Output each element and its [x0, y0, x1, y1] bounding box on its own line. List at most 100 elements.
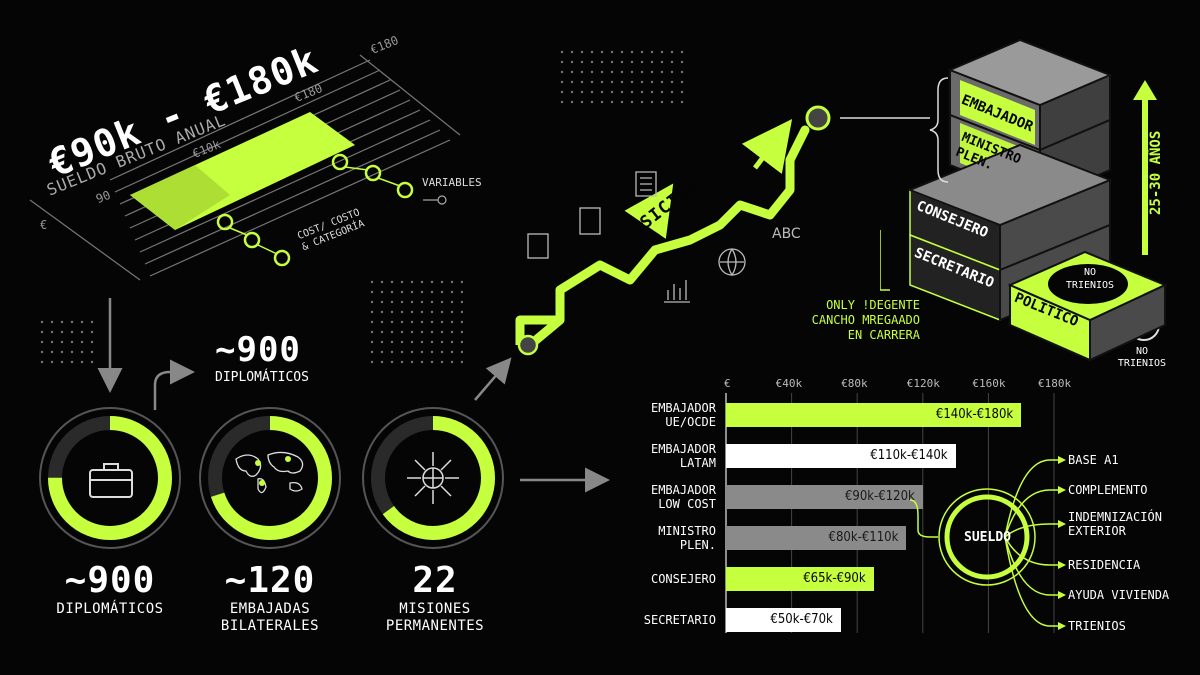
bar-tick-label-5: €180k [1038, 377, 1072, 390]
bar-tick-label-3: €120k [906, 377, 940, 390]
sueldo-branch-line-0 [1004, 459, 1058, 538]
bar-category-label-5: SECRETARIO [620, 613, 716, 627]
sueldo-component-2-line2: EXTERIOR [1068, 524, 1126, 538]
world-map-icon [228, 445, 318, 505]
bar-value-label-1: €110k-€140k [870, 448, 948, 463]
bar-2: €90k-€120k [726, 485, 923, 509]
sueldo-component-4: AYUDA VIVIENDA [1068, 588, 1169, 602]
bar-category-line-3-0: MINISTRO [658, 524, 716, 538]
bar-tick-label-2: €80k [841, 377, 868, 390]
sueldo-component-5-line1: TRIENIOS [1068, 619, 1126, 633]
sueldo-branch-line-1 [1004, 489, 1058, 538]
bar-category-label-4: CONSEJERO [620, 572, 716, 586]
sueldo-component-3: RESIDENCIA [1068, 558, 1140, 572]
bar-value-label-5: €50k-€70k [770, 612, 833, 627]
bar-category-line-1-1: LATAM [679, 456, 716, 470]
book-icon [527, 233, 549, 259]
bar-category-line-2-1: LOW COST [658, 497, 716, 511]
sueldo-component-1: COMPLEMENTO [1068, 483, 1147, 497]
bar-4: €65k-€90k [726, 567, 874, 591]
bar-tick-label-1: €40k [775, 377, 803, 390]
career-note-line3: EN CARRERA [847, 328, 920, 342]
sueldo-component-1-line1: COMPLEMENTO [1068, 483, 1148, 497]
bar-value-label-2: €90k-€120k [844, 489, 915, 504]
bar-category-line-0-1: UE/OCDE [665, 415, 716, 429]
sueldo-branch-line-4 [1004, 536, 1058, 596]
dot-grid-mid [368, 275, 463, 365]
no-trienios-bottom-label: NO TRIENIOS [1117, 346, 1167, 369]
donut-ring-2 [362, 407, 504, 549]
donut-stat-1: ~120 EMBAJADAS BILATERALES [200, 560, 340, 635]
path-end-node [805, 105, 831, 131]
bar-category-line-4-0: CONSEJERO [650, 572, 716, 586]
bar-category-line-3-1: PLEN. [679, 538, 716, 552]
sueldo-branch-line-3 [1004, 536, 1058, 566]
bar-category-line-2-0: EMBAJADOR [650, 483, 716, 497]
donut-ring-layer [39, 407, 504, 549]
path-start-node [517, 334, 539, 356]
sueldo-component-5: TRIENIOS [1068, 619, 1126, 633]
sueldo-component-0-line1: BASE A1 [1068, 453, 1119, 467]
bar-value-label-0: €140k-€180k [935, 407, 1014, 422]
top-stat-label: DIPLOMÁTICOS [215, 370, 309, 385]
diagonal-arrow-icon [474, 357, 512, 401]
donut-ring-1 [199, 407, 341, 549]
donut-label-0-line1: DIPLOMÁTICOS [56, 601, 164, 617]
bar-5: €50k-€70k [726, 608, 841, 632]
donut-stat-2: 22 MISIONES PERMANENTES [365, 560, 505, 635]
bar-chart-grid [725, 393, 1055, 633]
career-note: ONLY !DEGENTE CANCHO MREGAADO EN CARRERA [790, 298, 920, 343]
bar-0: €140k-€180k [726, 403, 1022, 427]
donut-number-0: ~900 [64, 560, 156, 601]
abc-icon: ABC [772, 226, 801, 242]
career-note-line2: CANCHO MREGAADO [811, 313, 920, 327]
bar-category-line-1-0: EMBAJADOR [650, 442, 716, 456]
donut-fill-arc-0 [48, 416, 172, 540]
salary-slab-graphic [29, 54, 461, 281]
slab-markers [216, 153, 414, 267]
sueldo-component-0: BASE A1 [1068, 453, 1119, 467]
bar-tick-label-0: € [724, 377, 731, 390]
donut-fill-arc-2 [371, 416, 495, 540]
dot-grid-top [560, 48, 690, 108]
bar-value-label-4: €65k-€90k [803, 571, 866, 586]
donut-ring-0 [39, 407, 181, 549]
career-stack-graphic [880, 38, 1168, 362]
variables-label: VARIABLES [422, 176, 482, 189]
career-note-line1: ONLY !DEGENTE [826, 298, 920, 312]
bar-1: €110k-€140k [726, 444, 956, 468]
donut-label-2-line2: PERMANENTES [385, 618, 485, 634]
career-path [525, 125, 810, 350]
donut-label-2-line1: MISIONES [399, 601, 471, 617]
donut-number-2: 22 [412, 560, 458, 601]
bar-value-label-3: €80k-€110k [828, 530, 899, 545]
bar-category-line-5-0: SECRETARIO [643, 613, 716, 627]
slab-axis-label-0: € [40, 218, 48, 232]
chart-icon [664, 280, 690, 303]
network-globe-icon [403, 448, 463, 508]
briefcase-icon [86, 460, 136, 500]
sueldo-branch-line-2 [1004, 523, 1058, 538]
donut-number-1: ~120 [224, 560, 316, 601]
no-trienios-top-label: NO TRIENIOS [1065, 267, 1115, 291]
bar-tick-label-4: €160k [972, 377, 1006, 390]
sueldo-component-4-line1: AYUDA VIVIENDA [1068, 588, 1170, 602]
sueldo-branch-line-5 [1004, 536, 1058, 627]
top-stat-number: ~900 [215, 330, 301, 370]
donut-fill-arc-1 [208, 416, 332, 540]
dot-grid-left [40, 315, 100, 365]
donut-label-1-line1: EMBAJADAS [229, 601, 311, 617]
sueldo-component-3-line1: RESIDENCIA [1068, 558, 1141, 572]
sueldo-center-label: SUELDO [964, 530, 1011, 545]
document-icon [579, 207, 601, 235]
donut-label-1-line2: BILATERALES [220, 618, 320, 634]
bar-category-line-0-0: EMBAJADOR [650, 401, 716, 415]
up-right-arrow-icon [153, 359, 195, 410]
variables-arrow-icon [423, 195, 447, 205]
